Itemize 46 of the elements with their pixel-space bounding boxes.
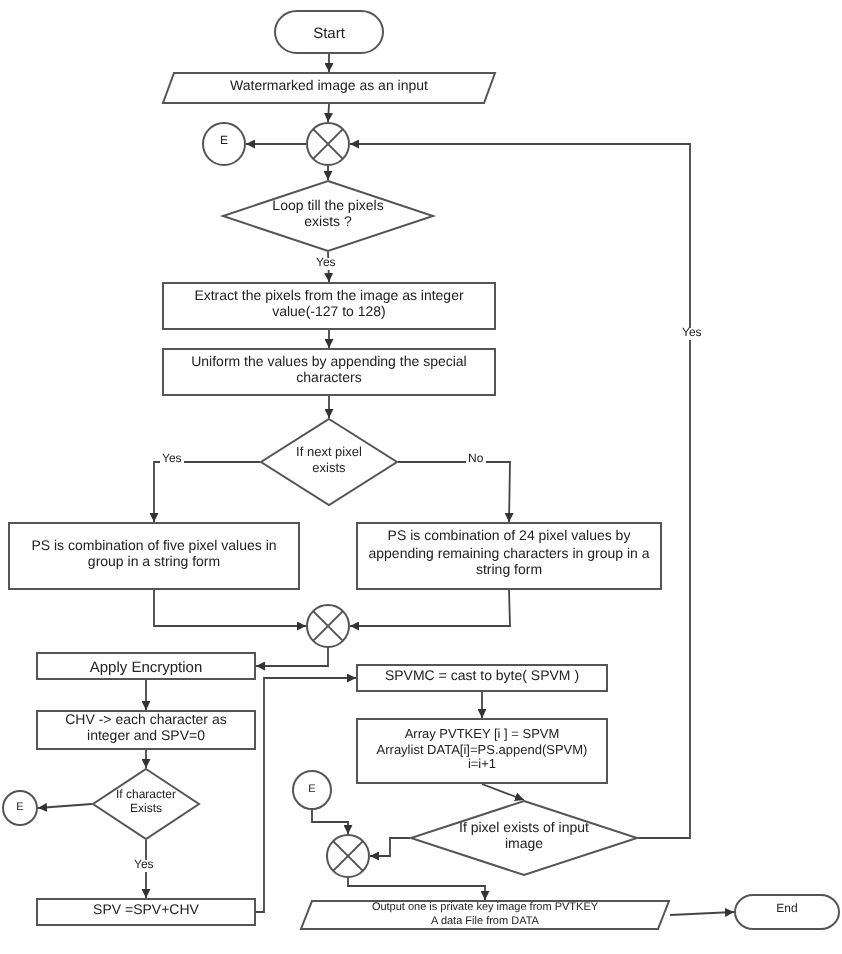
connector-circle xyxy=(202,122,246,166)
arrow xyxy=(311,809,353,835)
connector-circle xyxy=(2,790,38,826)
process-box xyxy=(162,348,496,396)
process-box xyxy=(36,898,256,926)
process-box xyxy=(8,522,300,590)
terminal-shape xyxy=(274,10,384,54)
arrow xyxy=(477,691,487,719)
arrow xyxy=(349,589,511,631)
arrow xyxy=(255,647,329,671)
process-box xyxy=(356,522,662,590)
arrow xyxy=(153,589,307,631)
arrow xyxy=(669,907,735,917)
arrow xyxy=(481,783,525,801)
arrow xyxy=(323,165,333,181)
arrow xyxy=(324,53,334,73)
connector-circle xyxy=(292,770,332,810)
arrow xyxy=(347,877,490,901)
decision-diamond xyxy=(260,418,398,506)
arrow xyxy=(324,329,334,349)
junction-circle xyxy=(326,834,370,878)
arrow xyxy=(141,679,151,711)
arrow xyxy=(245,139,307,149)
arrow xyxy=(141,749,151,769)
process-box xyxy=(356,718,608,784)
junction-circle xyxy=(306,122,350,166)
arrow xyxy=(369,837,411,861)
arrow xyxy=(349,139,691,839)
process-box xyxy=(36,652,256,680)
decision-diamond xyxy=(92,768,200,840)
terminal-shape xyxy=(734,894,840,930)
arrow xyxy=(324,103,333,123)
arrow xyxy=(141,839,151,899)
process-box xyxy=(36,710,256,750)
process-box xyxy=(356,664,608,692)
arrow xyxy=(149,461,261,523)
arrow xyxy=(255,673,357,913)
input-output-parallelogram xyxy=(162,72,496,104)
arrow xyxy=(37,802,93,812)
decision-diamond xyxy=(222,180,434,252)
arrow xyxy=(397,461,514,523)
junction-circle xyxy=(306,604,350,648)
input-output-parallelogram xyxy=(300,900,670,930)
arrow xyxy=(324,395,334,419)
process-box xyxy=(162,282,496,330)
decision-diamond xyxy=(410,800,638,876)
